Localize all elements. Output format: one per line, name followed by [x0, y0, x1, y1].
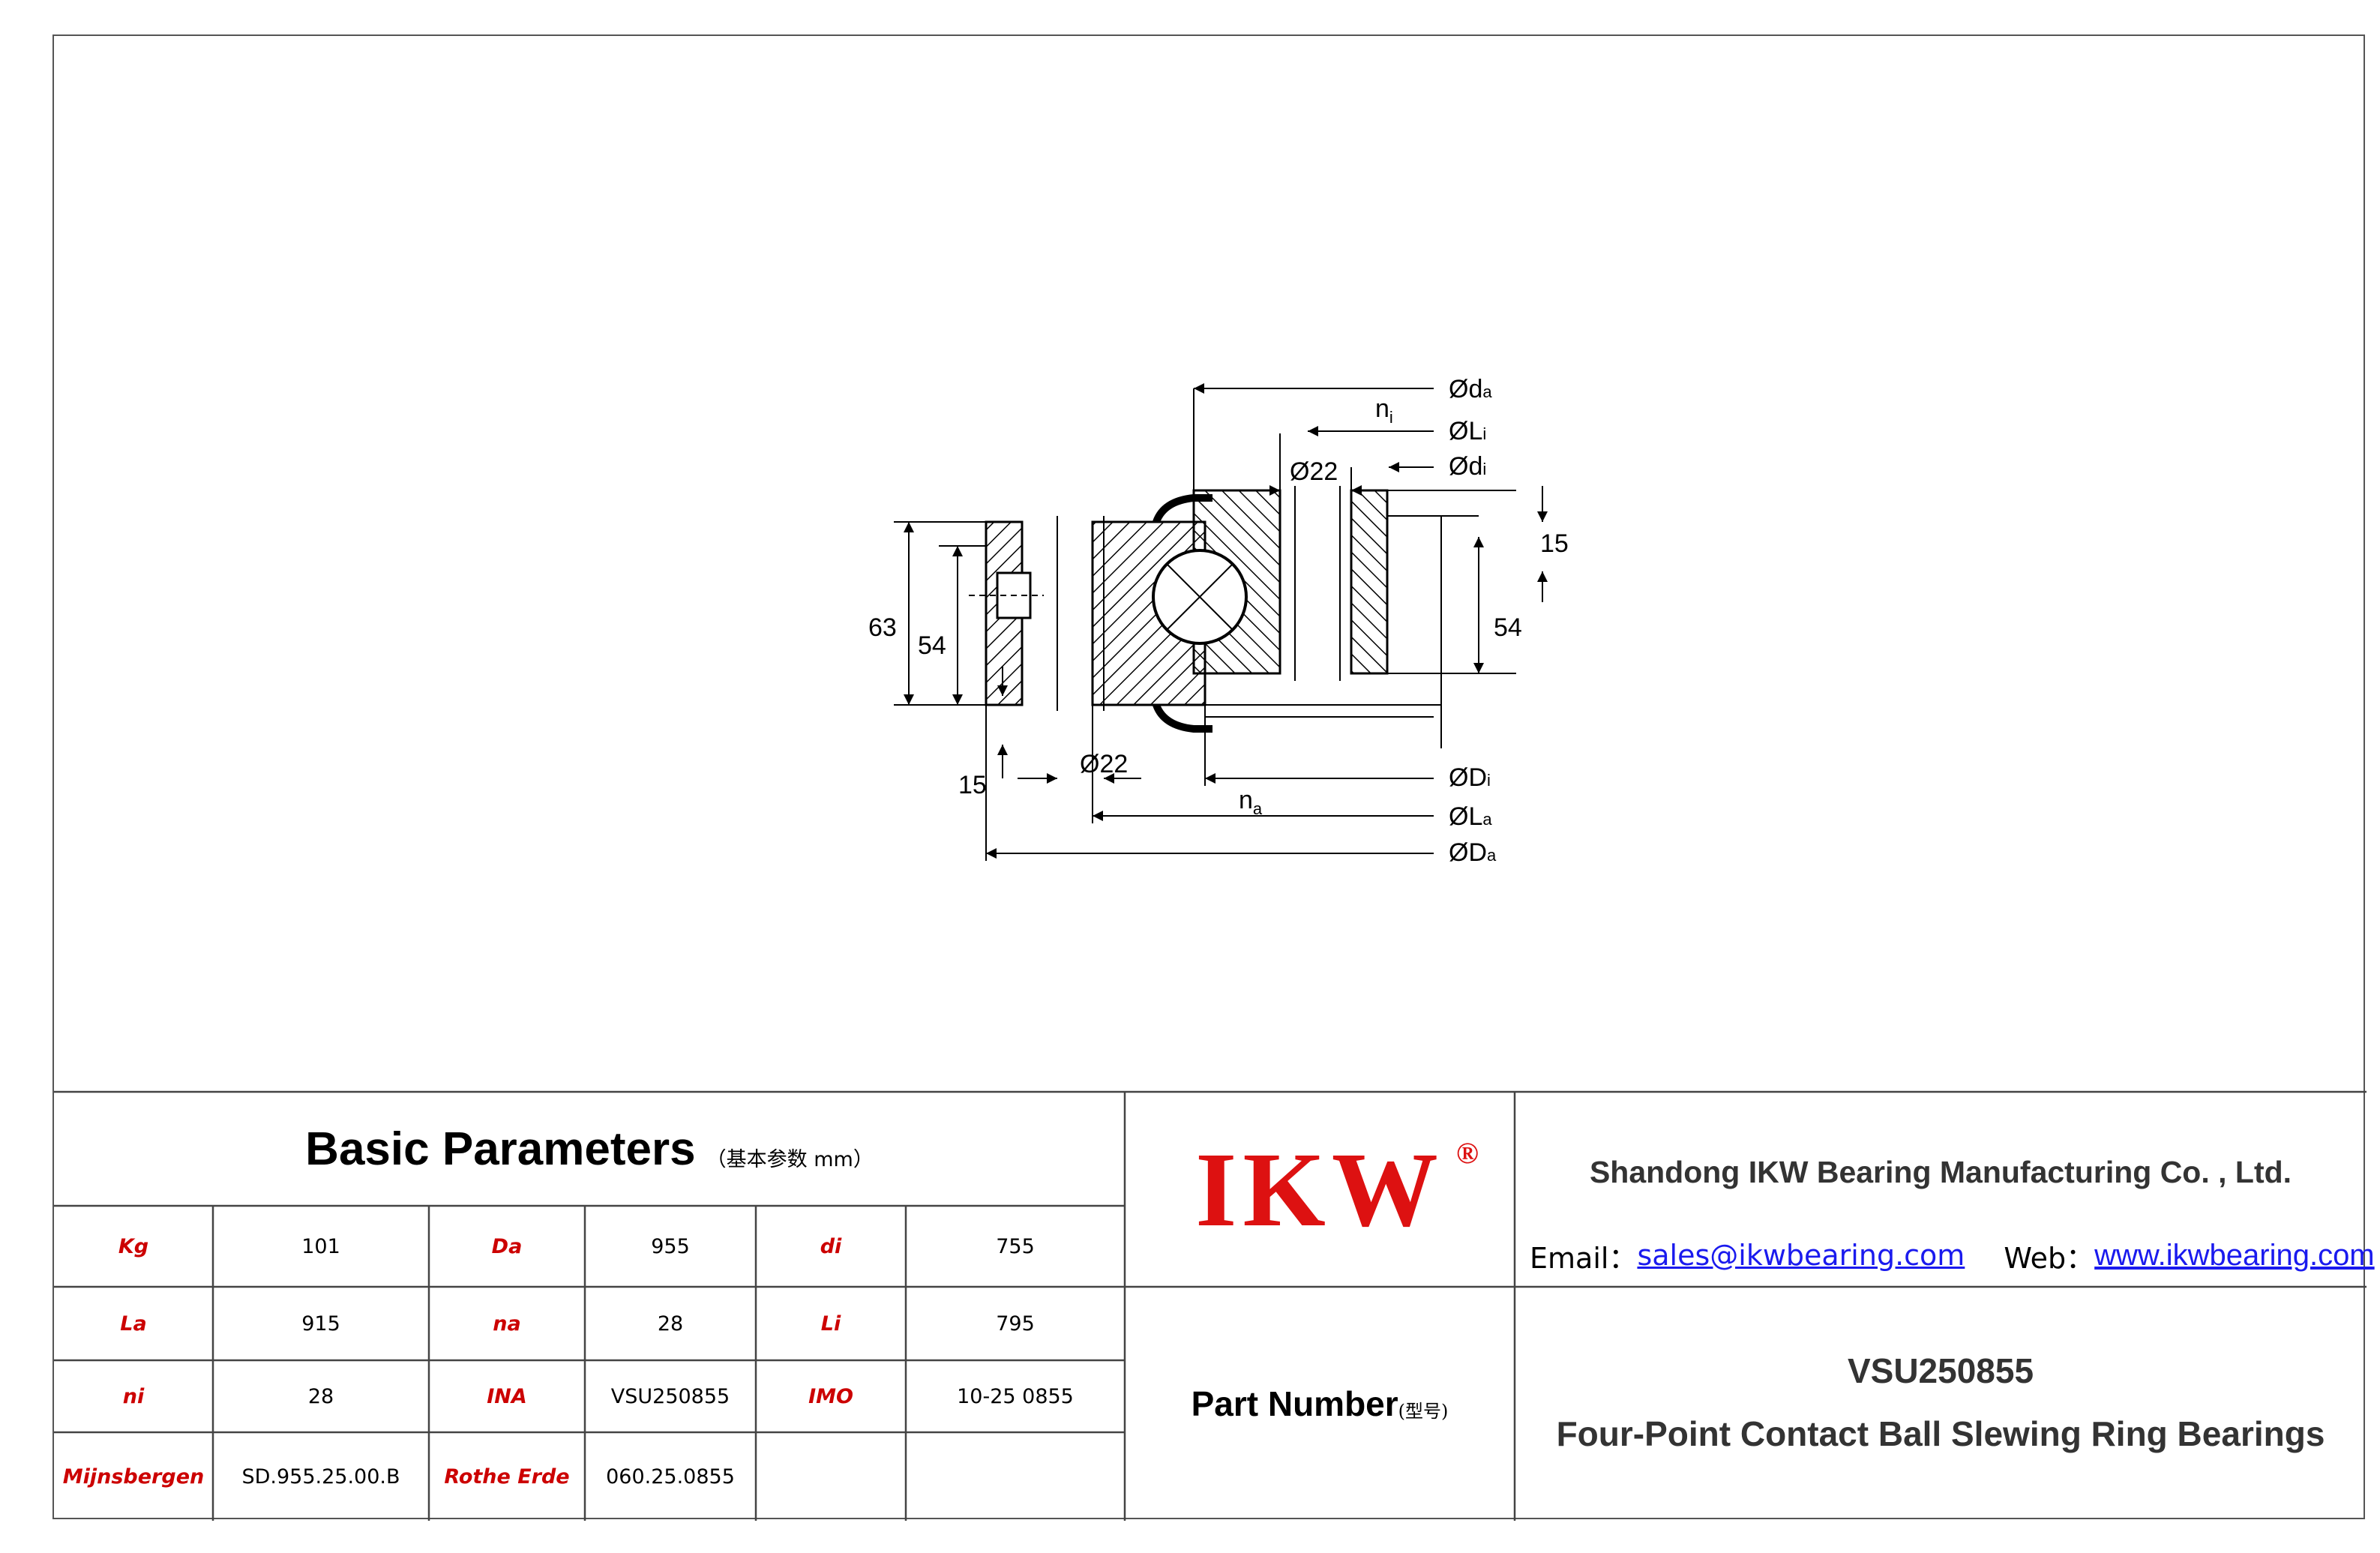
dim-Li: ØLi — [1449, 417, 1486, 445]
model-description: Four-Point Contact Ball Slewing Ring Bea… — [1515, 1402, 2367, 1465]
param-value: 10-25 0855 — [957, 1384, 1074, 1408]
param-value: 28 — [307, 1384, 334, 1408]
dim-Di: ØDi — [1449, 763, 1491, 792]
title-block-grid — [54, 1090, 2367, 1521]
param-label: Rothe Erde — [444, 1465, 570, 1489]
dim-Da: ØDa — [1449, 838, 1497, 867]
part-number-label-cell: Part Number(型号) — [1125, 1287, 1515, 1521]
dim-hole-bottom: Ø22 — [1080, 750, 1128, 778]
param-value: 060.25.0855 — [606, 1465, 735, 1489]
param-value: 755 — [996, 1234, 1035, 1258]
param-label: Da — [491, 1234, 523, 1258]
email-label: Email： — [1530, 1241, 1638, 1275]
dim-left-63: 63 — [868, 613, 897, 642]
registered-mark: ® — [1455, 1136, 1479, 1170]
contact-line: Email： sales@ikwbearing.com Web： www.ikw… — [1530, 1233, 2375, 1278]
param-label: La — [120, 1312, 147, 1336]
basic-parameters-subtitle: （基本参数 mm） — [706, 1147, 874, 1171]
param-value: VSU250855 — [610, 1384, 730, 1408]
param-value: 795 — [996, 1312, 1035, 1336]
dim-na: na — [1239, 786, 1263, 818]
model-number-text: VSU250855 — [1847, 1351, 2034, 1390]
dim-right-54: 54 — [1494, 613, 1522, 642]
basic-parameters-header: Basic Parameters （基本参数 mm） — [54, 1092, 1125, 1206]
param-value — [906, 1432, 1125, 1521]
param-label: INA — [487, 1384, 527, 1408]
ikw-logo-text: IKW — [1195, 1130, 1444, 1249]
param-label: Mijnsbergen — [62, 1465, 205, 1489]
model-description-text: Four-Point Contact Ball Slewing Ring Bea… — [1556, 1414, 2325, 1453]
param-value: 955 — [651, 1234, 690, 1258]
param-label: na — [493, 1312, 521, 1336]
ikw-logo: IKW ® — [1195, 1128, 1479, 1251]
param-label — [756, 1432, 906, 1521]
part-number-label: Part Number — [1191, 1384, 1398, 1423]
param-value: 101 — [301, 1234, 340, 1258]
logo-cell: IKW ® — [1125, 1092, 1515, 1287]
web-link[interactable]: www.ikwbearing.com — [2094, 1238, 2375, 1272]
param-value: SD.955.25.00.B — [241, 1465, 400, 1489]
basic-parameters-title: Basic Parameters — [305, 1123, 696, 1175]
top-seal — [1153, 494, 1212, 523]
param-label: IMO — [808, 1384, 853, 1408]
web-label: Web： — [2004, 1241, 2095, 1275]
part-number-sub: (型号) — [1398, 1400, 1449, 1422]
dim-left-54: 54 — [918, 631, 946, 660]
param-label: Kg — [118, 1234, 149, 1258]
dim-hole-top: Ø22 — [1290, 457, 1338, 486]
param-label: ni — [122, 1384, 145, 1408]
dim-ni: ni — [1375, 394, 1393, 427]
company-name-text: Shandong IKW Bearing Manufacturing Co. ,… — [1589, 1154, 2292, 1189]
bottom-seal — [1153, 703, 1212, 733]
inner-ring-section — [1350, 489, 1389, 675]
param-value: 28 — [657, 1312, 684, 1336]
param-value: 915 — [301, 1312, 340, 1336]
model-number: VSU250855 — [1515, 1341, 2367, 1401]
bearing-cross-section-drawing: Øda ni ØLi Ødi Ø22 15 54 63 54 15 Ø22 ØD… — [868, 375, 1569, 867]
email-link[interactable]: sales@ikwbearing.com — [1637, 1239, 1965, 1272]
param-label: Li — [820, 1312, 841, 1336]
dim-La: ØLa — [1449, 802, 1492, 831]
dim-bottom-15: 15 — [958, 771, 987, 799]
dim-di: Ødi — [1449, 452, 1486, 481]
drawing-sheet: Øda ni ØLi Ødi Ø22 15 54 63 54 15 Ø22 ØD… — [52, 34, 2375, 1521]
dim-da: Øda — [1449, 375, 1492, 403]
dim-right-15: 15 — [1540, 529, 1569, 558]
param-label: di — [820, 1234, 842, 1258]
company-name: Shandong IKW Bearing Manufacturing Co. ,… — [1515, 1138, 2367, 1206]
